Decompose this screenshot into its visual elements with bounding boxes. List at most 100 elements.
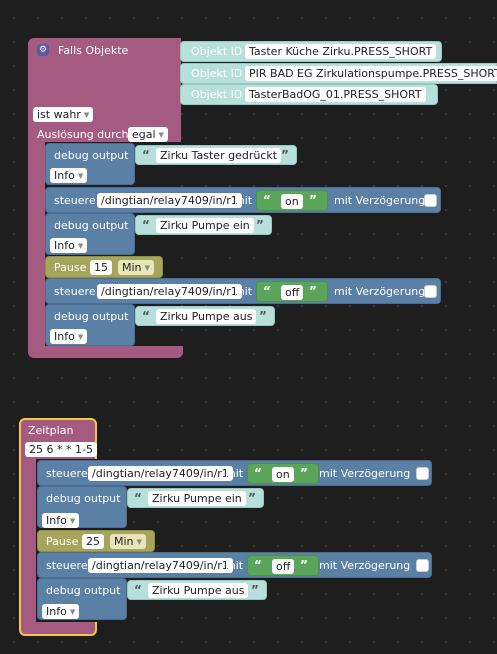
dropdown-arrow-icon: ▼ xyxy=(69,607,76,616)
quote-close-icon: ” xyxy=(300,558,308,572)
text-block[interactable]: “ Zirku Pumpe aus ” xyxy=(127,580,267,600)
mit-label: mit xyxy=(234,285,253,298)
quote-open-icon: “ xyxy=(142,218,150,232)
unit-dropdown[interactable]: Min▼ xyxy=(110,534,146,549)
debug-output-label: debug output xyxy=(54,219,129,232)
steuere-label: steuere xyxy=(54,285,96,298)
object-path-field[interactable]: /dingtian/relay7409/in/r1 xyxy=(97,193,242,208)
pause-label: Pause xyxy=(54,261,87,274)
delay-label: mit Verzögerung xyxy=(334,285,426,298)
debug-output-block[interactable]: debug output Info▼ xyxy=(45,304,135,346)
quote-open-icon: “ xyxy=(134,491,142,505)
delay-label: mit Verzögerung xyxy=(319,467,411,480)
steuere-label: steuere xyxy=(54,194,96,207)
debug-output-label: debug output xyxy=(54,149,129,162)
unit-dropdown[interactable]: Min▼ xyxy=(118,260,154,275)
steuere-label: steuere xyxy=(46,559,88,572)
trigger-dropdown[interactable]: egal▼ xyxy=(128,127,168,142)
event-block-title: Falls Objekte xyxy=(58,44,129,57)
text-value[interactable]: Zirku Pumpe ein xyxy=(156,218,254,233)
text-block[interactable]: “ Zirku Pumpe ein ” xyxy=(127,488,264,508)
object-path-field[interactable]: /dingtian/relay7409/in/r1 xyxy=(88,466,233,481)
dropdown-arrow-icon: ▼ xyxy=(77,332,84,341)
delay-checkbox[interactable] xyxy=(424,285,437,298)
level-dropdown[interactable]: Info▼ xyxy=(42,513,80,528)
object-id-3[interactable]: Objekt ID TasterBadOG_01.PRESS_SHORT xyxy=(180,84,438,105)
dropdown-arrow-icon: ▼ xyxy=(83,110,90,119)
pause-value[interactable]: 15 xyxy=(90,260,112,275)
condition-dropdown[interactable]: ist wahr▼ xyxy=(33,107,94,122)
quote-open-icon: “ xyxy=(142,309,150,323)
unit-value: Min xyxy=(122,261,142,274)
object-id-label: Objekt ID xyxy=(191,45,243,58)
steuere-block[interactable]: steuere /dingtian/relay7409/in/r1 mit “ … xyxy=(37,552,432,578)
text-value[interactable]: Zirku Pumpe aus xyxy=(148,583,249,598)
object-id-value[interactable]: TasterBadOG_01.PRESS_SHORT xyxy=(245,87,426,102)
dropdown-arrow-icon: ▼ xyxy=(77,171,84,180)
value-text[interactable]: on xyxy=(281,194,303,209)
text-block[interactable]: “ Zirku Pumpe ein ” xyxy=(135,215,272,235)
value-block[interactable]: “ off ” xyxy=(256,281,328,302)
object-id-label: Objekt ID xyxy=(191,88,243,101)
dropdown-arrow-icon: ▼ xyxy=(77,241,84,250)
dropdown-arrow-icon: ▼ xyxy=(136,537,142,546)
schedule-title: Zeitplan xyxy=(28,424,74,437)
gear-icon[interactable]: ⚙ xyxy=(37,44,49,56)
debug-output-label: debug output xyxy=(46,584,121,597)
trigger-label: Auslösung durch xyxy=(37,128,129,141)
text-block[interactable]: “ Zirku Pumpe aus ” xyxy=(135,306,275,326)
quote-open-icon: “ xyxy=(134,583,142,597)
text-block[interactable]: “ Zirku Taster gedrückt ” xyxy=(135,145,297,165)
value-block[interactable]: “ off ” xyxy=(247,555,319,576)
level-dropdown[interactable]: Info▼ xyxy=(50,329,88,344)
level-value: Info xyxy=(54,330,75,343)
value-block[interactable]: “ on ” xyxy=(256,190,328,211)
level-value: Info xyxy=(46,514,67,527)
debug-output-block[interactable]: debug output Info▼ xyxy=(45,213,135,255)
delay-checkbox[interactable] xyxy=(416,467,429,480)
object-id-2[interactable]: Objekt ID PIR BAD EG Zirkulationspumpe.P… xyxy=(180,63,497,84)
object-id-value[interactable]: PIR BAD EG Zirkulationspumpe.PRESS_SHORT xyxy=(245,66,497,81)
level-dropdown[interactable]: Info▼ xyxy=(42,604,80,619)
delay-checkbox[interactable] xyxy=(424,194,437,207)
level-dropdown[interactable]: Info▼ xyxy=(50,168,88,183)
value-text[interactable]: on xyxy=(272,467,294,482)
debug-output-block[interactable]: debug output Info▼ xyxy=(37,486,127,528)
value-text[interactable]: off xyxy=(281,285,304,300)
quote-close-icon: ” xyxy=(251,583,259,597)
pause-value[interactable]: 25 xyxy=(82,534,104,549)
steuere-block[interactable]: steuere /dingtian/relay7409/in/r1 mit “ … xyxy=(45,187,441,213)
dropdown-arrow-icon: ▼ xyxy=(158,130,164,139)
cron-field[interactable]: 25 6 * * 1-5 xyxy=(25,442,97,457)
text-value[interactable]: Zirku Taster gedrückt xyxy=(156,148,282,163)
pause-block[interactable]: Pause 25 Min▼ xyxy=(37,530,155,552)
quote-close-icon: ” xyxy=(259,309,267,323)
value-block[interactable]: “ on ” xyxy=(247,463,319,484)
pause-block[interactable]: Pause 15 Min▼ xyxy=(45,256,163,278)
unit-value: Min xyxy=(114,535,134,548)
text-value[interactable]: Zirku Pumpe aus xyxy=(156,309,257,324)
steuere-block[interactable]: steuere /dingtian/relay7409/in/r1 mit “ … xyxy=(37,460,432,486)
object-path-field[interactable]: /dingtian/relay7409/in/r1 xyxy=(88,558,233,573)
pause-label: Pause xyxy=(46,535,79,548)
delay-checkbox[interactable] xyxy=(416,559,429,572)
quote-open-icon: “ xyxy=(263,193,271,207)
dropdown-arrow-icon: ▼ xyxy=(69,516,76,525)
quote-close-icon: ” xyxy=(309,193,317,207)
debug-output-block[interactable]: debug output Info▼ xyxy=(37,578,127,620)
debug-output-label: debug output xyxy=(46,492,121,505)
object-id-value[interactable]: Taster Küche Zirku.PRESS_SHORT xyxy=(245,44,437,59)
dropdown-arrow-icon: ▼ xyxy=(144,263,150,272)
quote-close-icon: ” xyxy=(256,218,264,232)
steuere-block[interactable]: steuere /dingtian/relay7409/in/r1 mit “ … xyxy=(45,278,441,304)
text-value[interactable]: Zirku Pumpe ein xyxy=(148,491,246,506)
value-text[interactable]: off xyxy=(272,559,295,574)
event-block-foot xyxy=(36,346,183,358)
debug-output-block[interactable]: debug output Info▼ xyxy=(45,143,135,185)
condition-value: ist wahr xyxy=(37,108,81,121)
mit-label: mit xyxy=(225,467,244,480)
mit-label: mit xyxy=(234,194,253,207)
level-dropdown[interactable]: Info▼ xyxy=(50,238,88,253)
object-path-field[interactable]: /dingtian/relay7409/in/r1 xyxy=(97,284,242,299)
object-id-1[interactable]: Objekt ID Taster Küche Zirku.PRESS_SHORT xyxy=(180,41,442,62)
